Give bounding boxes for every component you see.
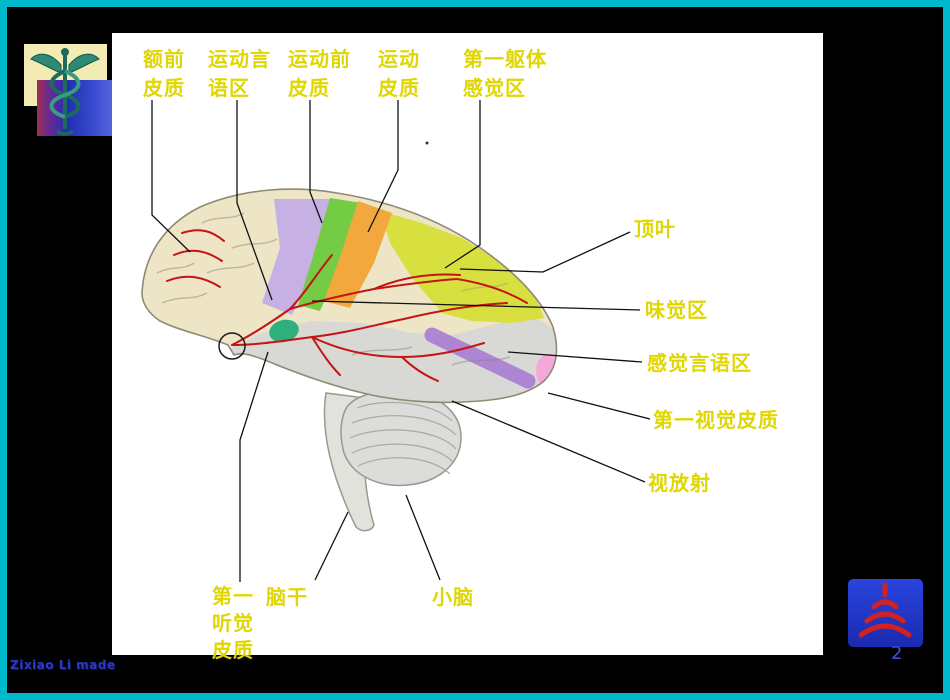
region-optic-radiation xyxy=(424,327,536,389)
label-primary-visual-cortex: 第一视觉皮质 xyxy=(653,408,779,432)
leader-lines xyxy=(151,100,651,582)
label-taste-area: 味觉区 xyxy=(645,298,708,322)
footer-logo xyxy=(848,579,923,647)
label-primary-somatosensory-area: 第一躯体 感觉区 xyxy=(463,45,547,103)
caduceus-icon xyxy=(30,48,100,136)
label-prefrontal-cortex: 额前 皮质 xyxy=(143,45,185,103)
diagram-panel: 额前 皮质 运动言 语区 运动前 皮质 运动 皮质 第一躯体 感觉区 顶叶 味觉… xyxy=(112,33,823,662)
cerebellum-illustration xyxy=(340,389,462,487)
region-premotor xyxy=(262,199,334,315)
region-parietal xyxy=(380,211,544,323)
leader-sensory-speech xyxy=(507,351,643,363)
leader-parietal xyxy=(459,231,631,273)
leader-premotor xyxy=(309,100,323,224)
leader-auditory xyxy=(239,351,269,582)
label-line: 皮质 xyxy=(378,76,420,100)
leader-somatosensory xyxy=(444,100,481,269)
artery-branches xyxy=(166,229,528,382)
label-cerebellum: 小脑 xyxy=(432,585,474,609)
region-somatosensory xyxy=(324,201,392,308)
label-line: 运动言 xyxy=(208,47,271,71)
artery-origin-circle xyxy=(218,332,246,360)
label-brainstem: 脑干 xyxy=(266,585,308,609)
label-line: 额前 xyxy=(143,47,185,71)
leader-motor-speech xyxy=(236,100,273,301)
region-visual xyxy=(536,354,557,388)
page-number: 2 xyxy=(891,643,903,664)
label-sensory-speech-area: 感觉言语区 xyxy=(647,351,752,375)
label-line: 第一躯体 xyxy=(463,47,547,71)
label-optic-radiation: 视放射 xyxy=(648,471,711,495)
label-line: 运动 xyxy=(378,47,420,71)
leader-visual xyxy=(547,392,651,420)
label-motor-cortex: 运动 皮质 xyxy=(378,45,420,103)
label-premotor-cortex: 运动前 皮质 xyxy=(288,45,351,103)
leader-prefrontal xyxy=(151,100,191,253)
leader-motor xyxy=(367,100,399,233)
region-auditory xyxy=(269,319,299,343)
red-arcs-logo-icon xyxy=(848,579,923,647)
brain-diagram xyxy=(141,100,651,582)
label-line: 感觉区 xyxy=(463,76,526,100)
leader-taste xyxy=(311,300,641,311)
label-line: 皮质 xyxy=(143,76,185,100)
cerebrum-illustration xyxy=(141,141,558,404)
label-line: 语区 xyxy=(208,76,250,100)
label-line: 第一 xyxy=(212,584,254,608)
label-line: 皮质 xyxy=(288,76,330,100)
credit-text: Zixiao Li made xyxy=(10,658,116,672)
medical-logo xyxy=(17,37,127,139)
label-primary-auditory-cortex: 第一 听觉 皮质 xyxy=(212,583,254,664)
label-line: 听觉 xyxy=(212,611,254,635)
leader-optic-radiation xyxy=(451,400,646,483)
label-line: 运动前 xyxy=(288,47,351,71)
stray-dot xyxy=(425,141,429,145)
label-motor-speech-area: 运动言 语区 xyxy=(208,45,271,103)
region-motor xyxy=(298,198,362,311)
label-parietal-lobe: 顶叶 xyxy=(634,217,676,241)
label-line: 皮质 xyxy=(212,638,254,662)
leader-cerebellum xyxy=(405,494,441,581)
leader-brainstem xyxy=(314,511,349,581)
